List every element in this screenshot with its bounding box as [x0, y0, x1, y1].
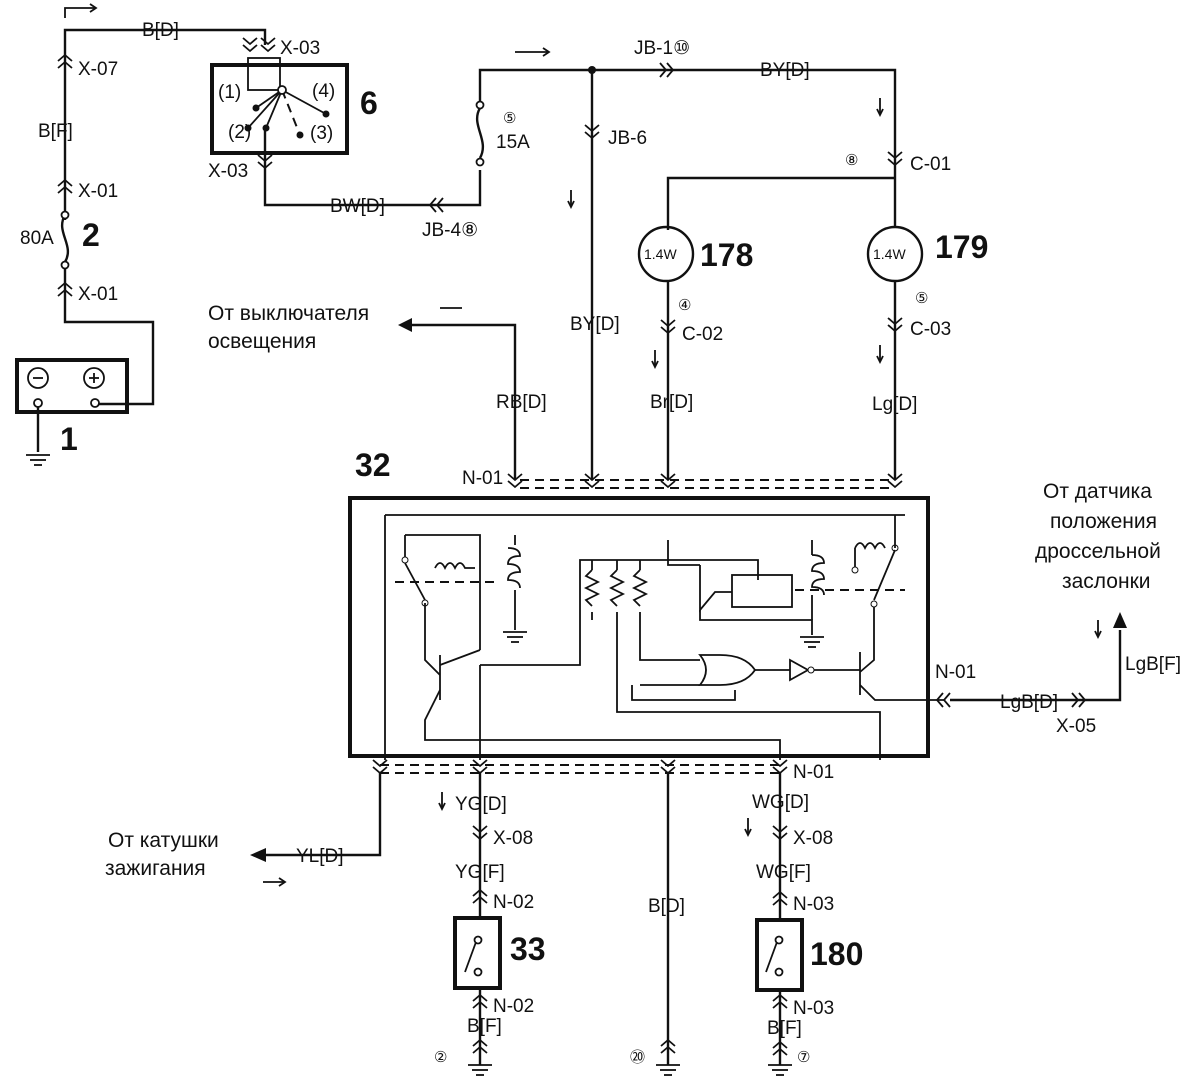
note-coil-line1: От катушки	[108, 829, 219, 852]
connector-x05-label: X-05	[1056, 716, 1096, 737]
note-light-line2: освещения	[208, 330, 316, 353]
component-32-label: 32	[355, 447, 391, 483]
throttle-sensor-input: N-01 LgB[D] X-05 LgB[F] От датчика полож…	[935, 480, 1181, 737]
connector-x03b-label: X-03	[208, 161, 248, 182]
lamp-179: ⑧ C-01 1.4W 179 ⑤ C-03 Lg[D]	[845, 97, 988, 480]
switch-pin-2-label: (2)	[228, 122, 251, 143]
by-vertical-wire: JB-6 BY[D]	[567, 70, 647, 480]
wire-rb-label: RB[D]	[496, 392, 547, 413]
ignition-coil-output: YL[D] От катушки зажигания	[105, 772, 382, 887]
connector-n02a-label: N-02	[493, 892, 534, 913]
connector-x08a-label: X-08	[493, 828, 533, 849]
wire-bd-top-label: B[D]	[142, 20, 179, 41]
wire-by-top-label: BY[D]	[760, 60, 810, 81]
switch-33	[453, 916, 502, 990]
ground-33-number: ②	[434, 1049, 447, 1066]
connector-c03-label: C-03	[910, 319, 951, 340]
ground-180-icon	[767, 1064, 793, 1076]
wire-by-mid-label: BY[D]	[570, 314, 620, 335]
connector-n03a-label: N-03	[793, 894, 834, 915]
fuse-80a-symbol	[60, 214, 70, 263]
connector-c01-label: C-01	[910, 154, 951, 175]
note-coil-line2: зажигания	[105, 857, 206, 880]
connector-jb6-label: JB-6	[608, 128, 647, 149]
switch-180	[755, 918, 804, 992]
wire-br-label: Br[D]	[650, 392, 693, 413]
battery-negative-icon	[27, 367, 49, 389]
fuse-15a: ⑤ 15A JB-1⑩ BY[D]	[475, 38, 897, 180]
note-throttle-line3: дроссельной	[1035, 540, 1161, 563]
component-178-label: 178	[700, 237, 753, 273]
switch-pin-4-label: (4)	[312, 81, 335, 102]
connector-n03b-label: N-03	[793, 998, 834, 1019]
connector-x07-label: X-07	[78, 59, 118, 80]
connector-jb1-label: JB-1⑩	[634, 38, 690, 59]
ground-33-icon	[467, 1064, 493, 1076]
wire-bf-180-label: B[F]	[767, 1018, 802, 1039]
wire-lgb-d-label: LgB[D]	[1000, 692, 1058, 713]
wire-wg-d-label: WG[D]	[752, 792, 809, 813]
control-module-32: 32 N-01	[348, 447, 945, 760]
switch-pin-3-label: (3)	[310, 123, 333, 144]
component-2-label: 2	[82, 217, 100, 253]
module-bottom-connector: N-01	[372, 759, 834, 783]
wire-bd-bottom-label: B[D]	[648, 896, 685, 917]
note-light-line1: От выключателя	[208, 302, 369, 325]
wire-bw-label: BW[D]	[330, 196, 385, 217]
lamp-179-power: 1.4W	[873, 246, 906, 262]
ignition-switch-6: X-03 (1) (2) (3) (4) 6 X-03 BW[D] JB-4⑧ …	[142, 20, 482, 241]
lamp-178-power: 1.4W	[644, 246, 677, 262]
ground-b-circuit: B[D] ⑳	[630, 772, 685, 1076]
switch-33-circuit: YG[D] X-08 YG[F] N-02 33 N-02 B[F] ②	[434, 772, 546, 1076]
switch-180-circuit: WG[D] X-08 WG[F] N-03 180 N-03 B[F] ⑦	[744, 772, 863, 1076]
connector-n01-right-label: N-01	[935, 662, 976, 683]
ground-mid-number: ⑳	[630, 1049, 645, 1066]
fuse-15a-rating: 15A	[496, 132, 530, 153]
battery-ground-icon	[25, 454, 51, 466]
fuse-80a-rating: 80A	[20, 228, 54, 249]
note-from-throttle: От датчика положения дроссельной заслонк…	[1035, 480, 1167, 593]
connector-n01-top-label: N-01	[462, 468, 503, 489]
note-throttle-line2: положения	[1050, 510, 1157, 533]
switch-pin-1-label: (1)	[218, 82, 241, 103]
wire-wg-f-label: WG[F]	[756, 862, 811, 883]
wire-bf-33-label: B[F]	[467, 1016, 502, 1037]
component-6-label: 6	[360, 85, 378, 121]
wire-lgb-f-label: LgB[F]	[1125, 654, 1181, 675]
wire-lg-label: Lg[D]	[872, 394, 917, 415]
fuse-15a-number: ⑤	[503, 110, 516, 127]
c03-pin-number: ⑤	[915, 290, 928, 307]
connector-x01a-label: X-01	[78, 181, 118, 202]
connector-x03a	[242, 37, 258, 52]
component-1-label: 1	[60, 421, 78, 457]
wire-yg-f-label: YG[F]	[455, 862, 505, 883]
connector-x08b-label: X-08	[793, 828, 833, 849]
component-179-label: 179	[935, 229, 988, 265]
connector-jb4-label: JB-4⑧	[422, 220, 478, 241]
ground-180-number: ⑦	[797, 1049, 810, 1066]
note-throttle-line4: заслонки	[1062, 570, 1151, 593]
wire-yl-label: YL[D]	[296, 846, 344, 867]
battery-feed-wire: X-07 B[F] X-01 80A 2 X-01	[20, 3, 245, 406]
connector-c02-label: C-02	[682, 324, 723, 345]
note-from-ignition-coil: От катушки зажигания	[105, 829, 225, 880]
battery-positive-icon	[83, 367, 105, 389]
connector-n01-bottom-label: N-01	[793, 762, 834, 783]
wire-bf-label: B[F]	[38, 121, 73, 142]
component-180-label: 180	[810, 936, 863, 972]
c01-pin-number: ⑧	[845, 152, 858, 169]
component-33-label: 33	[510, 931, 546, 967]
battery: 1	[15, 358, 129, 466]
light-switch-input: От выключателя освещения RB[D]	[208, 302, 547, 480]
connector-x03a-label: X-03	[280, 38, 320, 59]
note-throttle-line1: От датчика	[1043, 480, 1152, 503]
note-from-light-switch: От выключателя освещения	[208, 302, 375, 353]
lamp-178: 1.4W 178 ④ C-02 Br[D]	[637, 176, 895, 480]
wire-yg-d-label: YG[D]	[455, 794, 507, 815]
ground-mid-icon	[655, 1064, 681, 1076]
connector-n02b-label: N-02	[493, 996, 534, 1017]
c02-pin-number: ④	[678, 297, 691, 314]
connector-x01b-label: X-01	[78, 284, 118, 305]
